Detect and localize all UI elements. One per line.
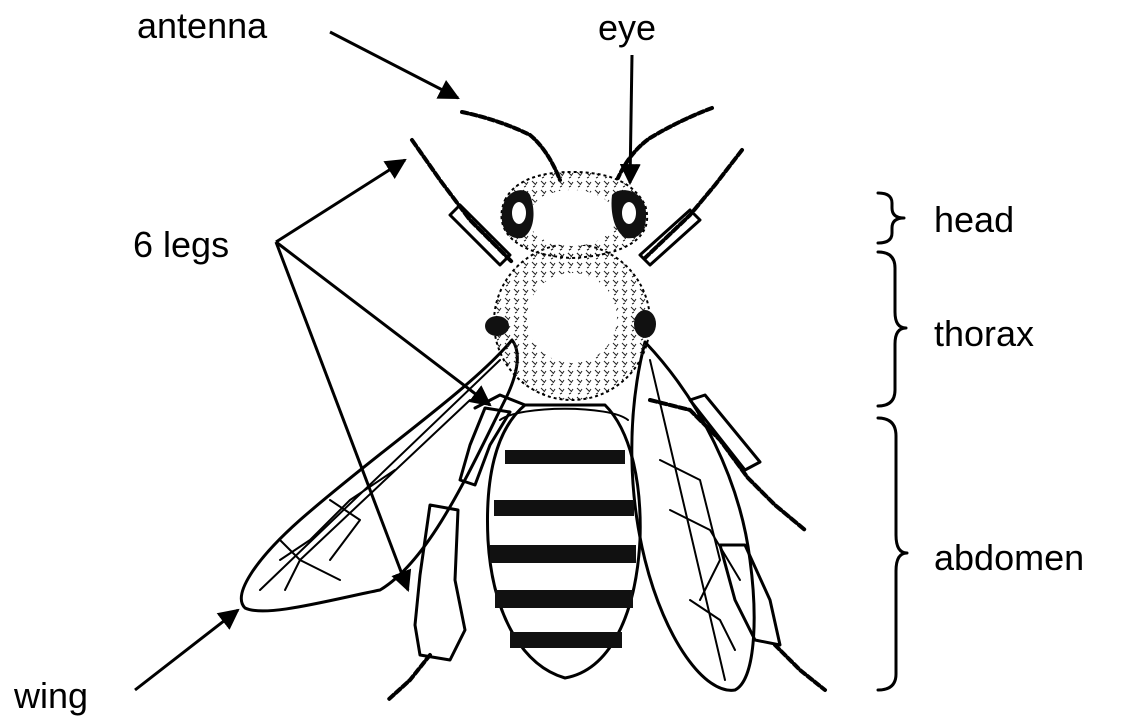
left-antenna [462,112,560,180]
wing-label: wing [13,675,88,716]
legs-arrow-front [276,160,405,242]
legs-arrow-hind [276,242,408,590]
abdomen-label: abdomen [934,537,1084,578]
front-left-leg [412,140,512,265]
antenna-label: antenna [137,5,268,46]
legs-label: 6 legs [133,224,229,265]
thorax-brace [878,252,906,406]
front-right-leg [640,150,742,265]
region-braces [878,193,907,690]
thorax-label: thorax [934,313,1034,354]
right-wing [632,342,754,690]
abdomen-stripe [490,545,636,563]
abdomen-stripe [505,450,625,464]
abdomen-stripe [494,500,634,516]
abdomen-body [487,405,640,678]
bee-illustration [241,108,825,700]
left-wing [241,340,517,611]
abdomen-stripe [510,632,622,648]
antenna-arrow [330,32,458,98]
hind-left-leg [388,505,465,700]
abdomen-brace [878,418,907,690]
eye-arrow [630,55,632,183]
head-label: head [934,199,1014,240]
eye-label: eye [598,7,656,48]
hind-right-leg [720,545,825,690]
wing-arrow [135,610,238,690]
wing-base [634,310,656,338]
wing-base [485,316,509,336]
head-body [501,172,647,258]
abdomen-stripe [495,590,633,608]
left-eye [502,190,534,238]
head-brace [878,193,904,243]
thorax-body [485,244,656,400]
